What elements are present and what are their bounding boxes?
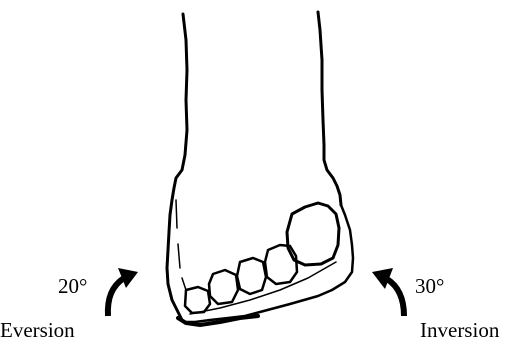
curved-arrow-inversion-icon: [372, 268, 404, 316]
inversion-label: Inversion: [420, 320, 499, 341]
leg-left-outline: [167, 14, 187, 320]
arch-line: [176, 200, 186, 290]
inversion-angle: 30°: [415, 276, 444, 297]
eversion-label: Eversion: [0, 320, 75, 341]
curved-arrow-eversion-icon: [108, 268, 138, 316]
fourth-toe: [209, 270, 238, 304]
sole-outline: [178, 316, 258, 325]
foot-drawing: [167, 12, 353, 325]
eversion-angle: 20°: [58, 276, 87, 297]
second-toe: [265, 245, 297, 284]
third-toe: [237, 258, 266, 294]
fifth-toe: [185, 287, 210, 313]
leg-right-outline: [318, 12, 341, 205]
